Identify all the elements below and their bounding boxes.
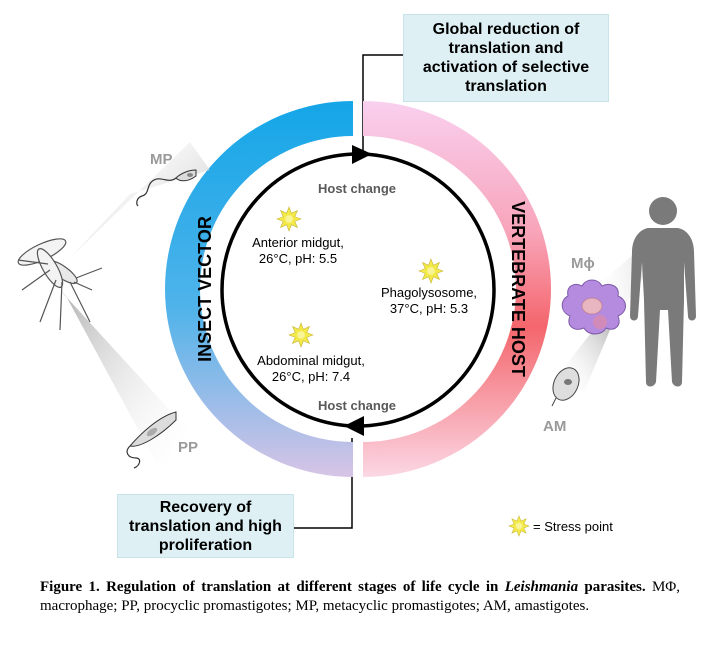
caption-genus: Leishmania	[504, 579, 579, 595]
pp-label: PP	[178, 439, 198, 456]
caption-title-end: parasites.	[584, 579, 646, 595]
human-silhouette-icon	[630, 197, 696, 387]
vertebrate-host-arc	[363, 101, 551, 477]
metacyclic-promastigote-icon	[136, 169, 197, 207]
beam-to-mp	[70, 142, 210, 258]
stress-point-legend: = Stress point	[533, 519, 613, 534]
amastigote-label: AM	[543, 418, 566, 435]
stress-star-icon	[288, 322, 314, 348]
macrophage-icon	[561, 279, 626, 335]
translation-recovery-box: Recovery of translation and high prolife…	[117, 494, 294, 558]
host-change-bottom: Host change	[318, 398, 396, 413]
abdominal-midgut-conditions: 26°C, pH: 7.4	[272, 369, 350, 384]
sandfly-icon	[17, 238, 103, 331]
legend-star-icon	[508, 515, 530, 537]
translation-recovery-text: Recovery of translation and high prolife…	[129, 498, 282, 554]
anterior-midgut-conditions: 26°C, pH: 5.5	[259, 251, 337, 266]
cycle-arrow-top	[352, 145, 372, 164]
caption-body: MΦ, macrophage; PP, procyclic promastigo…	[40, 579, 681, 614]
stress-star-icon	[276, 206, 302, 232]
abdominal-midgut-text: Abdominal midgut,	[257, 353, 365, 368]
translation-reduction-text: Global reduction of translation and acti…	[422, 21, 590, 95]
insect-vector-arc	[165, 101, 353, 477]
host-change-top: Host change	[318, 181, 396, 196]
anterior-midgut-text: Anterior midgut,	[252, 235, 344, 250]
insect-vector-label: INSECT VECTOR	[195, 216, 215, 362]
phagolysosome-conditions: 37°C, pH: 5.3	[390, 301, 468, 316]
caption-title: Figure 1. Regulation of translation at d…	[40, 579, 499, 595]
vertebrate-host-label: VERTEBRATE HOST	[508, 201, 528, 377]
figure-caption: Figure 1. Regulation of translation at d…	[40, 578, 680, 616]
stress-star-icon	[418, 258, 444, 284]
amastigote-icon	[551, 367, 580, 407]
phagolysosome-text: Phagolysosome,	[381, 285, 477, 300]
cycle-arrow-bottom	[344, 416, 364, 436]
mp-label: MP	[150, 151, 173, 168]
macrophage-label: Mɸ	[571, 255, 595, 272]
procyclic-promastigote-icon	[126, 411, 177, 469]
translation-reduction-box: Global reduction of translation and acti…	[403, 14, 609, 102]
